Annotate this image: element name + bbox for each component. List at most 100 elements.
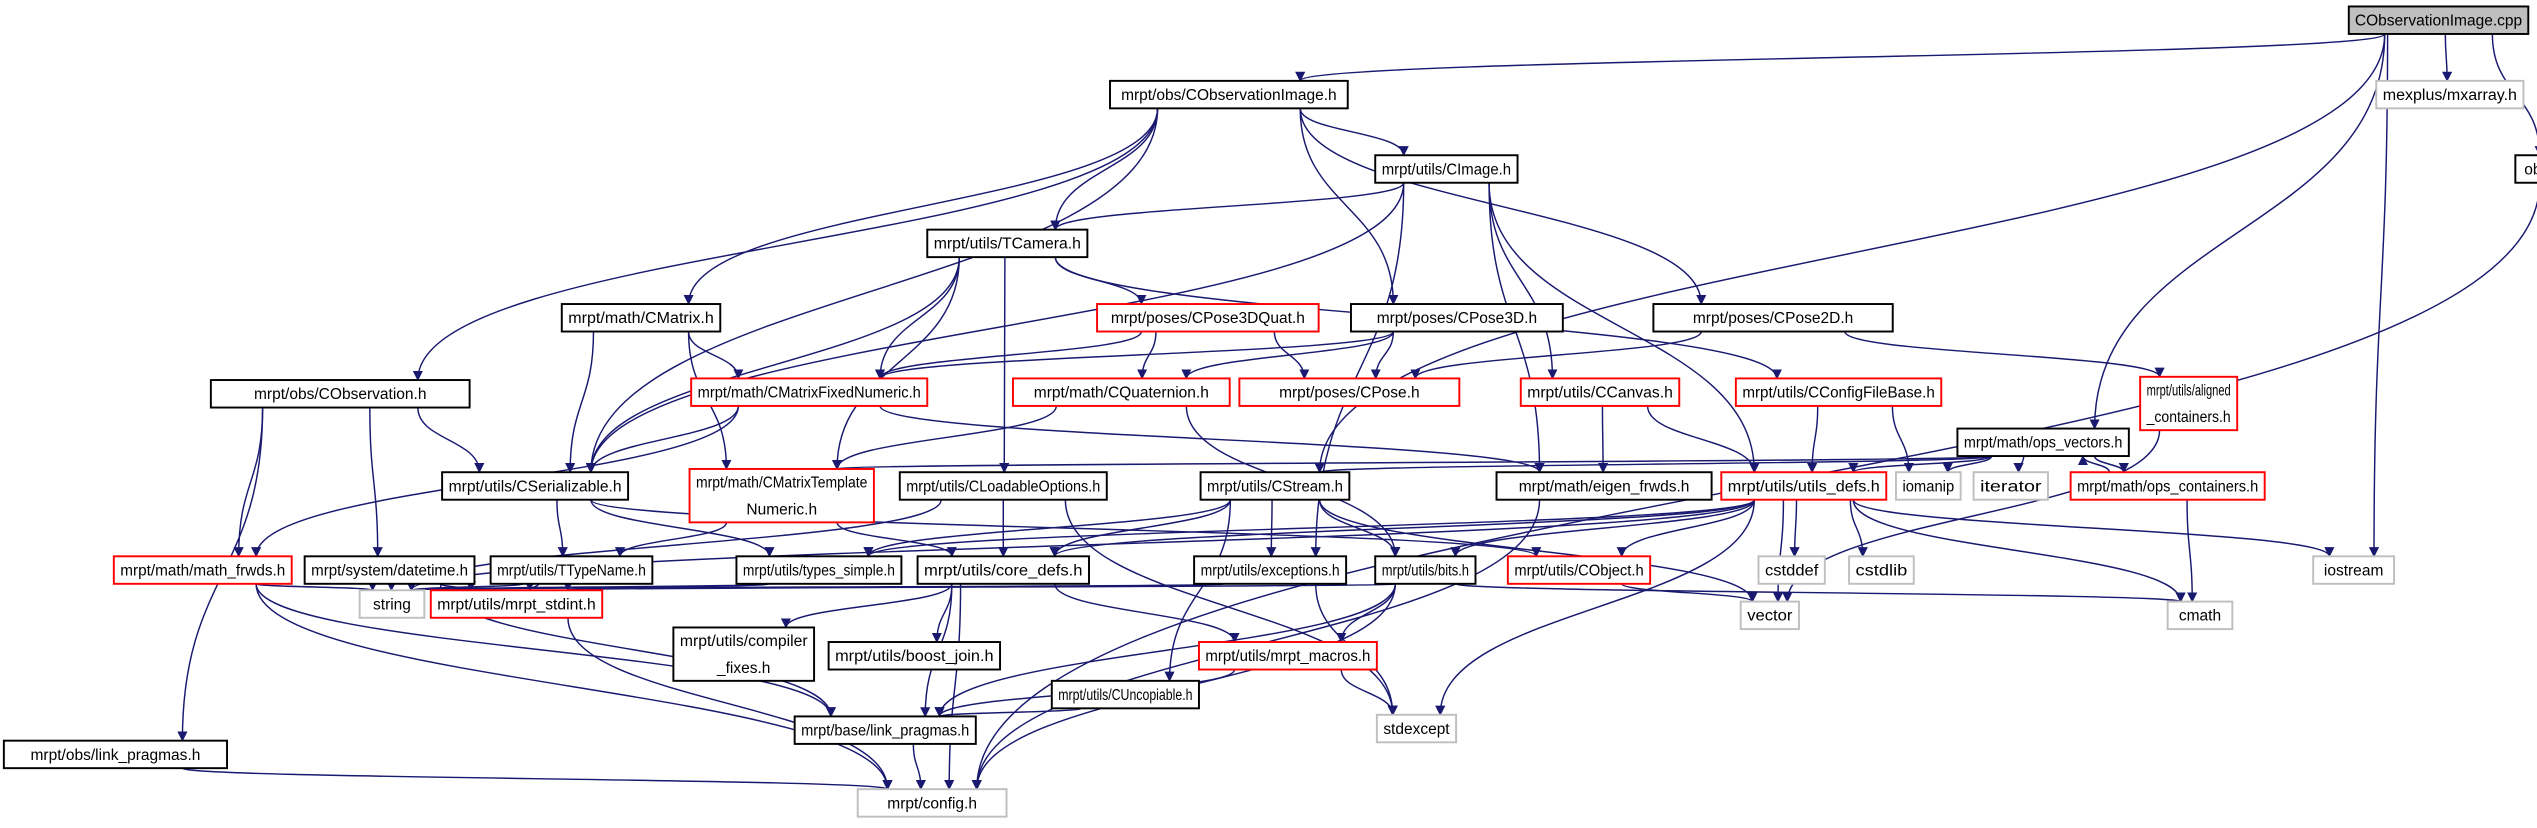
edge-tmplnum-to-coredefs bbox=[836, 522, 957, 558]
node-uncopiable[interactable]: mrpt/utils/CUncopiable.h bbox=[1050, 679, 1200, 710]
edge-tmplnum-to-ttypename bbox=[614, 522, 728, 558]
node-precomp[interactable]: obs-precomp.h bbox=[2514, 154, 2537, 184]
node-label: mrpt/utils/CLoadableOptions.h bbox=[906, 478, 1100, 495]
node-label: iostream bbox=[2324, 562, 2384, 579]
node-cstream[interactable]: mrpt/utils/CStream.h bbox=[1199, 471, 1351, 501]
edge-cobs-to-datetime bbox=[369, 407, 383, 558]
edge-opsvec-to-cstream bbox=[1315, 455, 1993, 474]
node-label: mrpt/utils/mrpt_macros.h bbox=[1205, 648, 1370, 665]
node-opsvec[interactable]: mrpt/math/ops_vectors.h bbox=[1956, 427, 2130, 458]
node-label: mrpt/system/datetime.h bbox=[311, 562, 468, 579]
node-utilsdefs[interactable]: mrpt/utils/utils_defs.h bbox=[1720, 471, 1888, 501]
node-string[interactable]: string bbox=[358, 589, 426, 619]
edge-fixednum-to-eigen bbox=[879, 405, 1545, 474]
node-label: mrpt/base/link_pragmas.h bbox=[801, 722, 969, 739]
node-cpp[interactable]: CObservationImage.cpp bbox=[2347, 5, 2530, 35]
node-eigen[interactable]: mrpt/math/eigen_frwds.h bbox=[1495, 471, 1713, 501]
node-pose3dquat[interactable]: mrpt/poses/CPose3DQuat.h bbox=[1096, 303, 1320, 333]
node-aligned[interactable]: mrpt/utils/aligned _containers.h bbox=[2139, 375, 2239, 432]
node-box bbox=[560, 303, 722, 333]
edge-pose3d-to-quat bbox=[1181, 331, 1395, 380]
edge-cpp-to-iostream bbox=[2368, 33, 2389, 558]
node-cstdlib[interactable]: cstdlib bbox=[1848, 555, 1915, 585]
edge-canvas-to-eigen bbox=[1598, 405, 1609, 474]
edge-bits-to-baselink bbox=[934, 583, 1397, 718]
node-label: mrpt/math/CMatrixTemplate bbox=[696, 475, 867, 492]
node-label: mrpt/utils/bits.h bbox=[1382, 562, 1469, 579]
edge-utilsdefs-to-cobject bbox=[1616, 499, 1756, 558]
node-compfixes[interactable]: mrpt/utils/compiler_fixes.h bbox=[672, 626, 816, 682]
edge-opscont-to-opsvec bbox=[2077, 455, 2111, 473]
edge-cimage-to-utilsdefs bbox=[1488, 182, 1760, 474]
node-vector[interactable]: vector bbox=[1739, 600, 1800, 631]
node-loadable[interactable]: mrpt/utils/CLoadableOptions.h bbox=[898, 471, 1108, 501]
node-datetime[interactable]: mrpt/system/datetime.h bbox=[303, 555, 476, 585]
node-mxarray[interactable]: mexplus/mxarray.h bbox=[2375, 79, 2525, 110]
node-box bbox=[2, 739, 229, 770]
node-box bbox=[1848, 555, 1915, 585]
node-label: mrpt/math/eigen_frwds.h bbox=[1519, 478, 1690, 495]
edge-mathfrwds-to-string bbox=[255, 580, 378, 592]
node-serial[interactable]: mrpt/utils/CSerializable.h bbox=[441, 471, 630, 501]
node-config_base[interactable]: mrpt/utils/CConfigFileBase.h bbox=[1734, 377, 1943, 407]
edge-cstream-to-coredefs bbox=[1049, 499, 1232, 558]
node-box bbox=[112, 555, 293, 585]
edge-obslink-to-config bbox=[181, 767, 892, 791]
edge-opsvec-to-iomanip bbox=[1942, 455, 1993, 474]
node-label: mexplus/mxarray.h bbox=[2383, 87, 2517, 104]
node-tcamera[interactable]: mrpt/utils/TCamera.h bbox=[926, 228, 1089, 259]
node-fixednum[interactable]: mrpt/math/CMatrixFixedNumeric.h bbox=[690, 377, 929, 407]
node-canvas[interactable]: mrpt/utils/CCanvas.h bbox=[1519, 377, 1681, 407]
node-label: mrpt/math/ops_vectors.h bbox=[1964, 435, 2122, 452]
node-obsimg[interactable]: mrpt/obs/CObservationImage.h bbox=[1109, 79, 1349, 110]
edge-serial-to-ttypename bbox=[556, 499, 568, 558]
node-ttypename[interactable]: mrpt/utils/TTypeName.h bbox=[489, 555, 654, 585]
node-mathfrwds[interactable]: mrpt/math/math_frwds.h bbox=[112, 555, 293, 585]
node-box bbox=[209, 379, 471, 409]
node-box bbox=[1350, 303, 1564, 333]
edge-obsimg-to-cmatrix bbox=[683, 108, 1159, 306]
node-box bbox=[688, 468, 875, 524]
node-macros[interactable]: mrpt/utils/mrpt_macros.h bbox=[1197, 641, 1378, 671]
node-cmatrix[interactable]: mrpt/math/CMatrix.h bbox=[560, 303, 722, 333]
node-box bbox=[793, 715, 977, 745]
node-label: Numeric.h bbox=[746, 501, 817, 518]
node-coredefs[interactable]: mrpt/utils/core_defs.h bbox=[916, 555, 1090, 585]
node-config[interactable]: mrpt/config.h bbox=[856, 788, 1008, 818]
node-box bbox=[1739, 600, 1800, 631]
node-cmath[interactable]: cmath bbox=[2166, 600, 2234, 631]
node-iostream[interactable]: iostream bbox=[2312, 555, 2396, 585]
edges bbox=[177, 33, 2537, 791]
node-box bbox=[1734, 377, 1943, 407]
node-cobs[interactable]: mrpt/obs/CObservation.h bbox=[209, 379, 471, 409]
node-stdint[interactable]: mrpt/utils/mrpt_stdint.h bbox=[429, 589, 604, 619]
node-label: mrpt/poses/CPose.h bbox=[1279, 385, 1420, 402]
node-label: mrpt/utils/CObject.h bbox=[1514, 562, 1643, 579]
node-exceptions[interactable]: mrpt/utils/exceptions.h bbox=[1193, 555, 1348, 585]
node-opscont[interactable]: mrpt/math/ops_containers.h bbox=[2069, 471, 2266, 501]
node-pose3d[interactable]: mrpt/poses/CPose3D.h bbox=[1350, 303, 1564, 333]
node-label: mrpt/utils/utils_defs.h bbox=[1728, 478, 1880, 495]
edge-cstream-to-exceptions bbox=[1266, 499, 1277, 558]
node-obslink[interactable]: mrpt/obs/link_pragmas.h bbox=[2, 739, 229, 770]
node-pose2d[interactable]: mrpt/poses/CPose2D.h bbox=[1652, 303, 1894, 333]
node-label: _containers.h bbox=[2146, 409, 2231, 426]
node-stdexcept[interactable]: stdexcept bbox=[1375, 713, 1458, 744]
node-cobject[interactable]: mrpt/utils/CObject.h bbox=[1506, 555, 1652, 585]
node-label: mrpt/utils/aligned bbox=[2147, 382, 2231, 399]
node-typessimple[interactable]: mrpt/utils/types_simple.h bbox=[735, 555, 903, 585]
node-label: mrpt/math/CMatrixFixedNumeric.h bbox=[698, 385, 921, 402]
node-bits[interactable]: mrpt/utils/bits.h bbox=[1374, 555, 1477, 585]
node-iomanip[interactable]: iomanip bbox=[1894, 471, 1962, 501]
node-boostjoin[interactable]: mrpt/utils/boost_join.h bbox=[827, 641, 1002, 671]
node-iterator[interactable]: iterator bbox=[1972, 471, 2049, 501]
node-label: mrpt/obs/CObservationImage.h bbox=[1121, 87, 1337, 104]
node-cstddef[interactable]: cstddef bbox=[1757, 555, 1826, 585]
node-baselink[interactable]: mrpt/base/link_pragmas.h bbox=[793, 715, 977, 745]
node-quat[interactable]: mrpt/math/CQuaternion.h bbox=[1012, 377, 1231, 407]
node-cimage[interactable]: mrpt/utils/CImage.h bbox=[1374, 154, 1519, 184]
node-cpose[interactable]: mrpt/poses/CPose.h bbox=[1238, 377, 1461, 407]
edge-serial-to-cobject bbox=[590, 499, 1542, 558]
